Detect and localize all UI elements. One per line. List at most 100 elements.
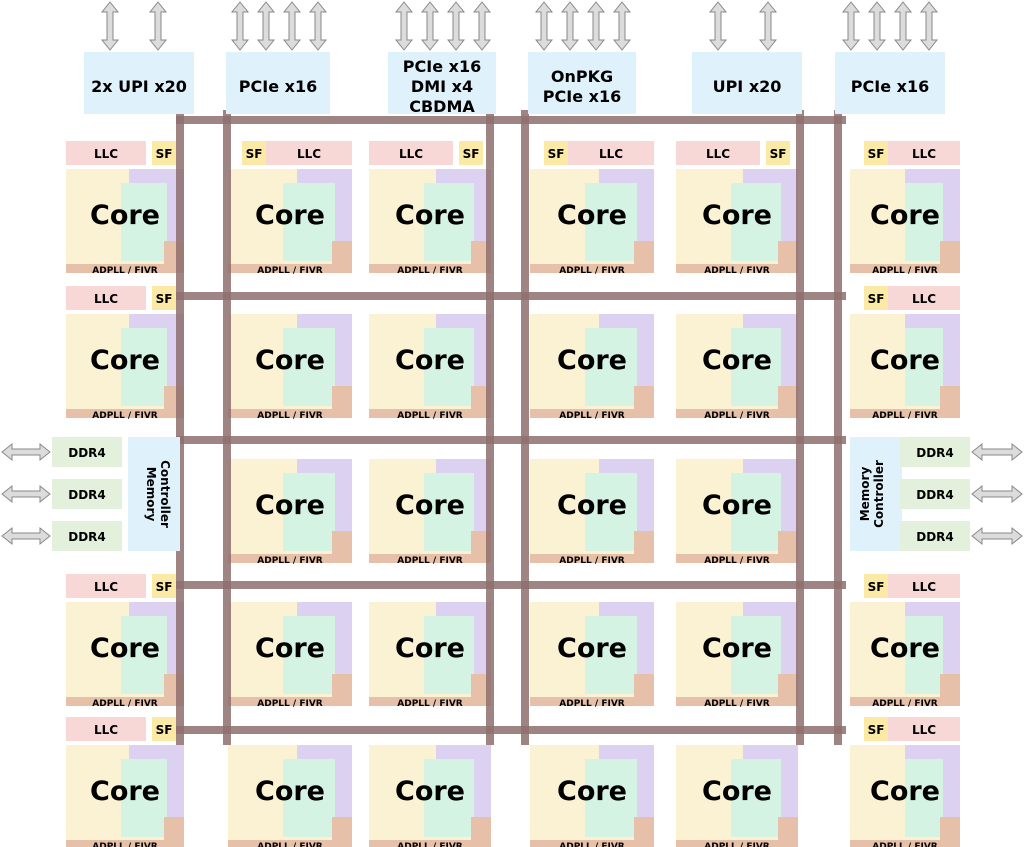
sf-block <box>242 141 266 165</box>
io-arrow <box>148 1 168 51</box>
adpll-bar <box>530 264 654 273</box>
adpll-label: ADPLL / FIVR <box>92 842 158 847</box>
core-label: Core <box>255 490 325 521</box>
core-label: Core <box>702 200 772 231</box>
adpll-label: ADPLL / FIVR <box>872 842 938 847</box>
core-exec-block <box>905 328 943 406</box>
ddr4-arrow <box>1 484 51 504</box>
adpll-label: ADPLL / FIVR <box>397 699 463 709</box>
core-label: Core <box>90 345 160 376</box>
ddr4-label: DDR4 <box>916 488 954 502</box>
adpll-label: ADPLL / FIVR <box>559 411 625 421</box>
io-arrow <box>841 1 861 51</box>
core-corner-block <box>778 531 798 555</box>
mesh-vertical-link <box>486 110 494 745</box>
sf-label: SF <box>246 147 263 161</box>
core-exec-block <box>905 183 943 261</box>
core-exec-block <box>731 616 781 694</box>
adpll-bar <box>369 264 491 273</box>
io-arrow <box>560 1 580 51</box>
io-label: PCIe x16 <box>851 77 929 96</box>
core-label: Core <box>702 345 772 376</box>
mesh-horizontal-link <box>176 436 846 444</box>
core-corner-block <box>778 674 798 698</box>
io-arrow <box>446 1 466 51</box>
adpll-label: ADPLL / FIVR <box>704 699 770 709</box>
adpll-bar <box>369 840 491 847</box>
llc-block <box>676 141 760 165</box>
llc-block <box>369 141 453 165</box>
core-label: Core <box>870 200 940 231</box>
memory-controller-label-1: Memory <box>858 467 872 522</box>
adpll-bar <box>676 264 798 273</box>
adpll-label: ADPLL / FIVR <box>397 266 463 276</box>
adpll-bar <box>850 840 960 847</box>
io-block-bg <box>692 52 802 114</box>
llc-label: LLC <box>399 147 423 161</box>
memory-controller-label-2: Controller <box>158 460 172 528</box>
adpll-bar <box>66 840 184 847</box>
core-corner-block <box>940 817 960 841</box>
core-corner-block <box>778 241 798 265</box>
adpll-bar <box>369 409 491 418</box>
llc-label: LLC <box>706 147 730 161</box>
core-exec-block <box>424 759 474 837</box>
llc-label: LLC <box>94 580 118 594</box>
io-arrow <box>308 1 328 51</box>
core-label: Core <box>702 490 772 521</box>
core-exec-block <box>424 183 474 261</box>
io-arrow <box>420 1 440 51</box>
adpll-label: ADPLL / FIVR <box>559 556 625 566</box>
core-corner-block <box>164 817 184 841</box>
ddr4-label: DDR4 <box>68 530 106 544</box>
core-label: Core <box>870 633 940 664</box>
ddr4-block <box>900 479 970 509</box>
io-arrow <box>282 1 302 51</box>
mesh-vertical-link <box>521 110 529 745</box>
ddr4-block <box>52 437 122 467</box>
llc-block <box>568 141 654 165</box>
llc-label: LLC <box>912 723 936 737</box>
core-exec-block <box>283 473 335 551</box>
memory-controller-bg <box>128 437 180 551</box>
adpll-label: ADPLL / FIVR <box>397 842 463 847</box>
mesh-vertical-link <box>176 110 184 745</box>
adpll-bar <box>850 264 960 273</box>
ddr4-label: DDR4 <box>916 446 954 460</box>
llc-block <box>66 286 146 310</box>
core-exec-block <box>283 328 335 406</box>
io-label: 2x UPI x20 <box>91 77 187 96</box>
io-block: 2x UPI x20 <box>84 1 194 114</box>
core-exec-block <box>905 759 943 837</box>
llc-label: LLC <box>912 147 936 161</box>
memory-controller-label-2: Controller <box>872 460 886 528</box>
core-exec-block <box>731 473 781 551</box>
adpll-bar <box>530 409 654 418</box>
ddr4-arrow <box>1 526 51 546</box>
io-block: UPI x20 <box>692 1 802 114</box>
llc-label: LLC <box>297 147 321 161</box>
core-exec-block <box>424 616 474 694</box>
io-label: UPI x20 <box>713 77 782 96</box>
llc-label: LLC <box>94 723 118 737</box>
core-exec-block <box>283 183 335 261</box>
core-label: Core <box>395 200 465 231</box>
core-label: Core <box>557 633 627 664</box>
io-arrow <box>586 1 606 51</box>
io-label: CBDMA <box>409 97 475 116</box>
core-exec-block <box>283 759 335 837</box>
core-corner-block <box>778 817 798 841</box>
core-exec-block <box>731 183 781 261</box>
core-corner-block <box>332 674 352 698</box>
